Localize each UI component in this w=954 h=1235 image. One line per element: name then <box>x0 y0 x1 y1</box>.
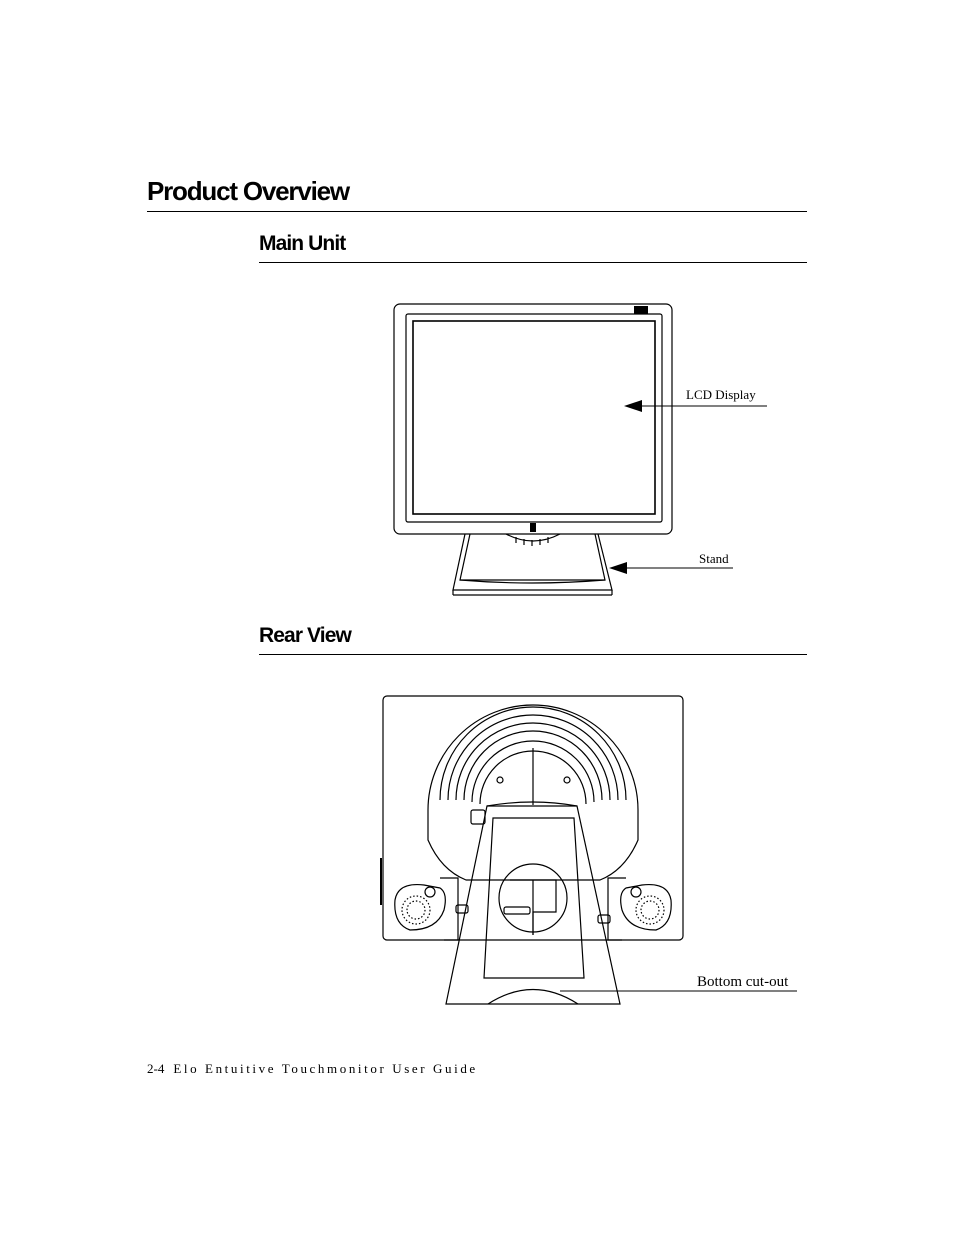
callout-lcd-display: LCD Display <box>686 387 756 402</box>
title-rule <box>147 211 807 212</box>
section-heading-rear-view: Rear View <box>259 624 352 647</box>
rear-view-rule <box>259 654 807 655</box>
page-title: Product Overview <box>147 176 350 206</box>
callout-bottom-cutout: Bottom cut-out <box>697 974 789 990</box>
section-heading-main-unit: Main Unit <box>259 232 346 255</box>
main-unit-rule <box>259 262 807 263</box>
callout-stand: Stand <box>699 551 729 566</box>
page-number: 2-4 <box>147 1061 165 1076</box>
main-unit-illustration <box>393 303 767 596</box>
guide-title: Elo Entuitive Touchmonitor User Guide <box>173 1061 478 1076</box>
page-footer: 2-4 Elo Entuitive Touchmonitor User Guide <box>147 1060 478 1078</box>
